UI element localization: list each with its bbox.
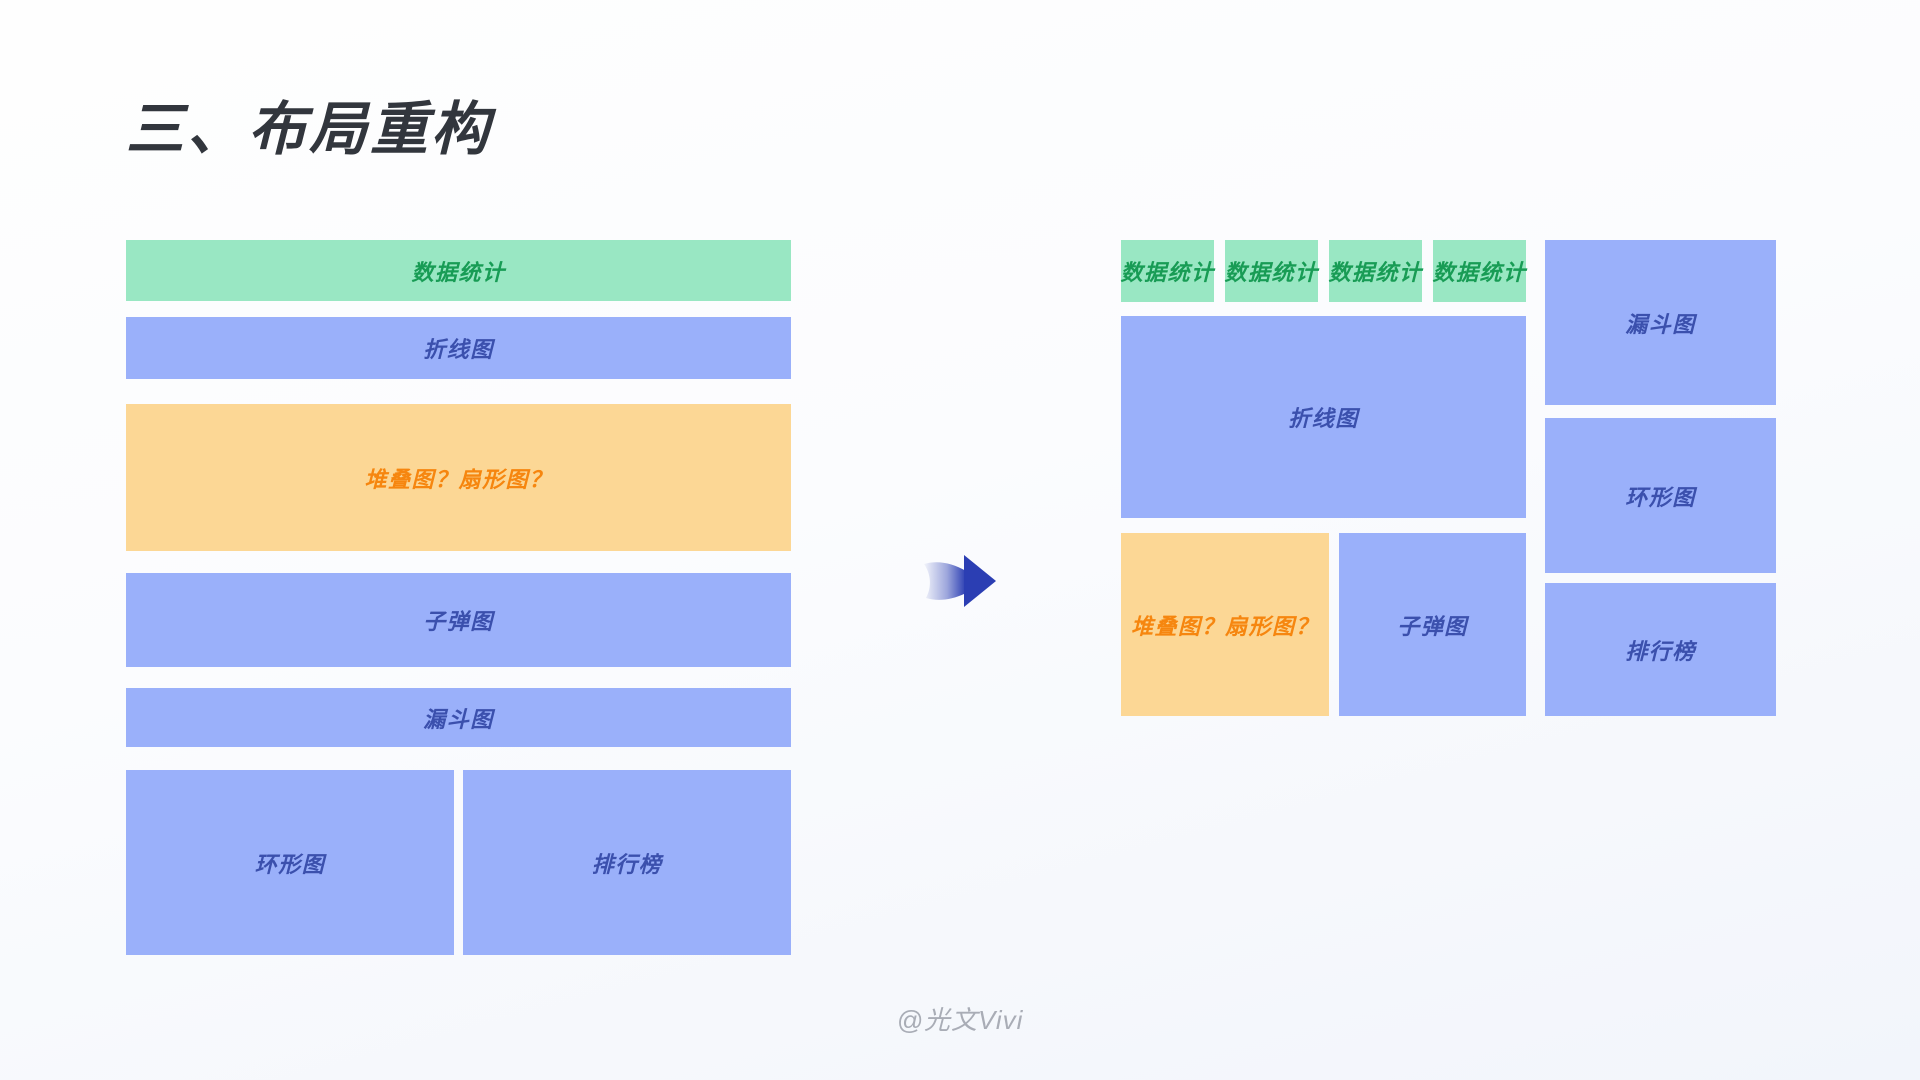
after-funnel-chart-block: 漏斗图 bbox=[1545, 240, 1776, 405]
after-stats-card-3: 数据统计 bbox=[1329, 240, 1422, 302]
after-donut-chart-block: 环形图 bbox=[1545, 418, 1776, 573]
before-ranking-block: 排行榜 bbox=[463, 770, 791, 955]
after-stats-card-2: 数据统计 bbox=[1225, 240, 1318, 302]
before-stats-bar: 数据统计 bbox=[126, 240, 791, 301]
after-ranking-block: 排行榜 bbox=[1545, 583, 1776, 716]
watermark: @光文Vivi bbox=[896, 1005, 1024, 1035]
after-stats-card-4: 数据统计 bbox=[1433, 240, 1526, 302]
page-title: 三、布局重构 bbox=[126, 97, 493, 162]
after-stats-card-1: 数据统计 bbox=[1121, 240, 1214, 302]
after-line-chart-block: 折线图 bbox=[1121, 316, 1526, 518]
before-funnel-chart-bar: 漏斗图 bbox=[126, 688, 791, 747]
before-line-chart-bar: 折线图 bbox=[126, 317, 791, 379]
transform-arrow-icon bbox=[924, 555, 996, 607]
after-stacked-pie-block: 堆叠图？扇形图？ bbox=[1121, 533, 1329, 716]
before-bullet-chart-bar: 子弹图 bbox=[126, 573, 791, 667]
before-donut-chart-block: 环形图 bbox=[126, 770, 454, 955]
after-bullet-chart-block: 子弹图 bbox=[1339, 533, 1526, 716]
before-stacked-pie-block: 堆叠图？扇形图？ bbox=[126, 404, 791, 551]
